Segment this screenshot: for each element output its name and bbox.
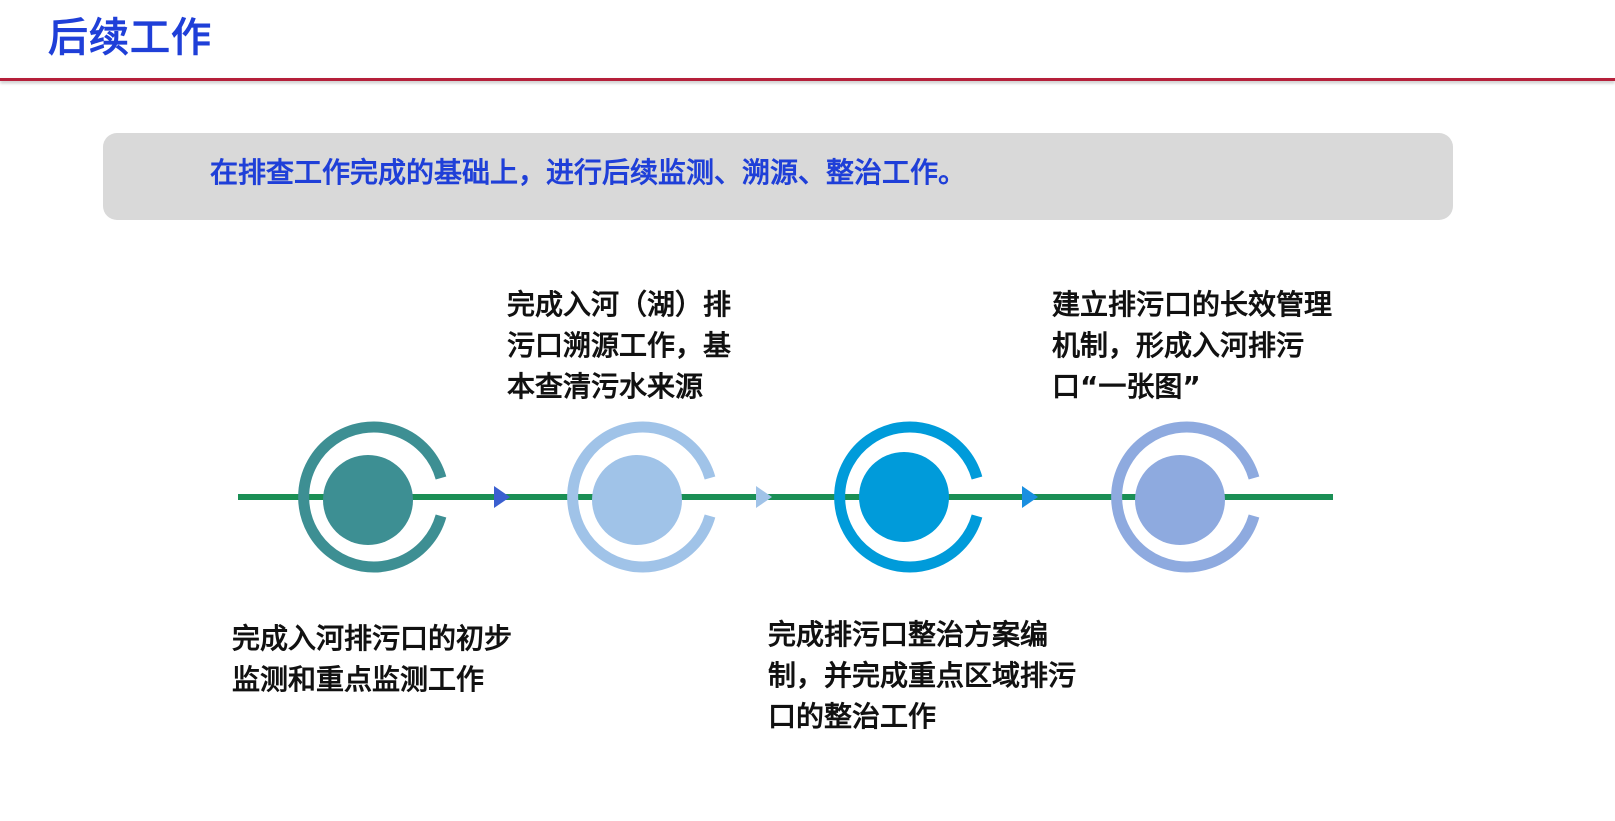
summary-banner: 在排查工作完成的基础上，进行后续监测、溯源、整治工作。 <box>103 133 1453 220</box>
step-node-1 <box>298 421 447 573</box>
step-4-description: 建立排污口的长效管理机制，形成入河排污口“一张图” <box>1052 288 1333 403</box>
step-ring-2 <box>567 421 716 573</box>
step-3-description: 完成排污口整治方案编制，并完成重点区域排污口的整治工作 <box>768 618 1077 733</box>
summary-text: 在排查工作完成的基础上，进行后续监测、溯源、整治工作。 <box>210 156 967 189</box>
step-dot-1 <box>323 455 413 545</box>
step-node-2 <box>567 421 716 573</box>
step-dot-4 <box>1135 455 1225 545</box>
step-node-3 <box>834 421 983 573</box>
title-divider <box>0 78 1615 81</box>
step-1-description: 完成入河排污口的初步监测和重点监测工作 <box>232 622 513 696</box>
step-dot-3 <box>859 452 949 542</box>
step-ring-1 <box>298 421 447 573</box>
arrow-icon-1 <box>494 486 510 508</box>
step-node-4 <box>1111 421 1260 573</box>
arrow-icon-2 <box>756 486 772 508</box>
arrow-icon-3 <box>1022 486 1038 508</box>
step-ring-4 <box>1111 421 1260 573</box>
step-ring-3 <box>834 421 983 573</box>
page-title: 后续工作 <box>48 15 212 61</box>
step-2-description: 完成入河（湖）排污口溯源工作，基本查清污水来源 <box>507 288 732 403</box>
step-dot-2 <box>592 455 682 545</box>
